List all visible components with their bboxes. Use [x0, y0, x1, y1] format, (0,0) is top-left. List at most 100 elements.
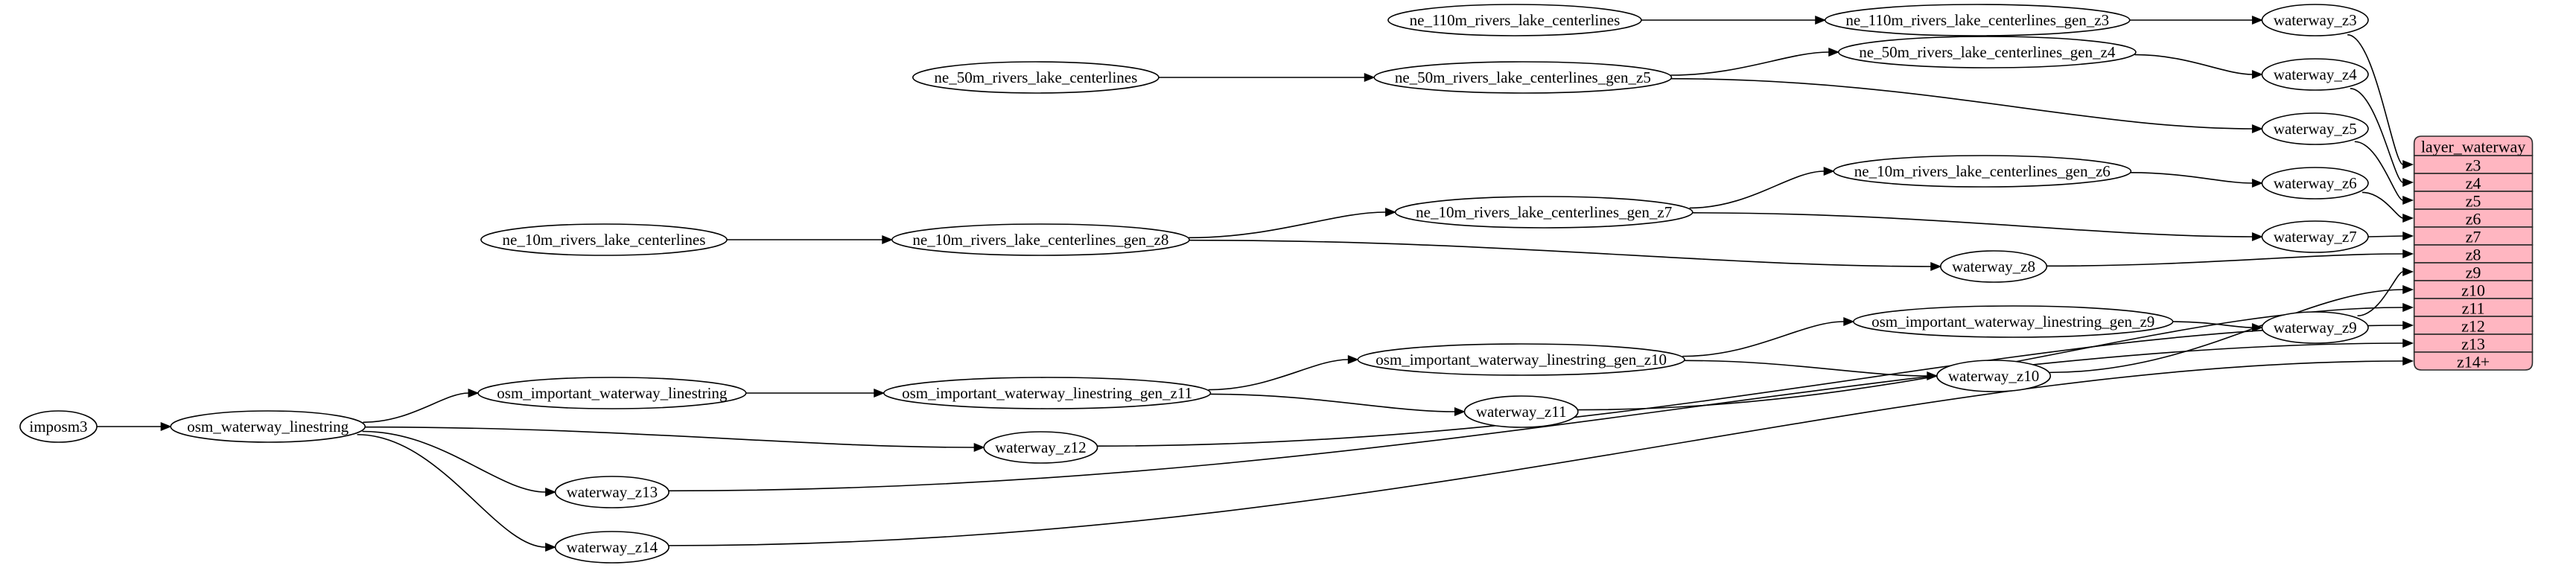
- node-label-waterway_z13: waterway_z13: [567, 483, 658, 501]
- node-ne_10m_rivers_lake_centerlines_gen_z6[interactable]: ne_10m_rivers_lake_centerlines_gen_z6: [1833, 155, 2132, 188]
- edge-arrowhead: [2402, 339, 2414, 348]
- edge-osm_waterway_linestring-to-osm_important_waterway_linestring: [363, 392, 469, 424]
- edge-arrowhead: [973, 443, 985, 452]
- node-label-waterway_z14: waterway_z14: [567, 538, 658, 556]
- node-waterway_z7[interactable]: waterway_z7: [2261, 220, 2369, 253]
- edge-arrowhead: [160, 422, 172, 431]
- node-waterway_z11[interactable]: waterway_z11: [1463, 395, 1579, 428]
- node-osm_important_waterway_linestring_gen_z10[interactable]: osm_important_waterway_linestring_gen_z1…: [1357, 343, 1685, 376]
- table-row-label-z8: z8: [2466, 246, 2481, 264]
- edge-arrowhead: [874, 389, 885, 398]
- node-label-waterway_z3: waterway_z3: [2274, 11, 2357, 29]
- edge-arrowhead: [1385, 208, 1396, 217]
- edge-osm_waterway_linestring-to-waterway_z14: [357, 433, 546, 548]
- node-ellipse-waterway_z5: [2261, 112, 2369, 145]
- edge-arrowhead: [2402, 249, 2414, 258]
- node-ellipse-ne_50m_rivers_lake_centerlines: [912, 61, 1160, 94]
- node-waterway_z5[interactable]: waterway_z5: [2261, 112, 2369, 145]
- table-row-label-z3: z3: [2466, 156, 2481, 175]
- node-ellipse-osm_important_waterway_linestring: [477, 377, 747, 409]
- node-osm_important_waterway_linestring[interactable]: osm_important_waterway_linestring: [477, 377, 747, 409]
- node-ne_10m_rivers_lake_centerlines_gen_z7[interactable]: ne_10m_rivers_lake_centerlines_gen_z7: [1394, 196, 1694, 229]
- table-row-label-z6: z6: [2466, 210, 2481, 229]
- node-waterway_z8[interactable]: waterway_z8: [1939, 250, 2048, 283]
- node-ellipse-ne_10m_rivers_lake_centerlines_gen_z7: [1394, 196, 1694, 229]
- node-label-waterway_z7: waterway_z7: [2274, 228, 2357, 246]
- node-ellipse-ne_10m_rivers_lake_centerlines_gen_z8: [891, 223, 1190, 256]
- node-label-ne_10m_rivers_lake_centerlines_gen_z8: ne_10m_rivers_lake_centerlines_gen_z8: [912, 231, 1168, 249]
- edge-arrowhead: [2402, 321, 2414, 330]
- node-waterway_z6[interactable]: waterway_z6: [2261, 167, 2369, 200]
- layer-waterway-table: layer_waterwayz3z4z5z6z7z8z9z10z11z12z13…: [2413, 135, 2534, 371]
- edge-arrowhead: [545, 488, 556, 497]
- node-osm_important_waterway_linestring_gen_z9[interactable]: osm_important_waterway_linestring_gen_z9: [1853, 305, 2174, 338]
- nodes-layer: imposm3 osm_waterway_linestring osm_import…: [19, 4, 2369, 564]
- table-row-cell-z11[interactable]: [2413, 298, 2534, 317]
- node-label-ne_110m_rivers_lake_centerlines_gen_z3: ne_110m_rivers_lake_centerlines_gen_z3: [1845, 11, 2109, 29]
- node-label-ne_10m_rivers_lake_centerlines_gen_z7: ne_10m_rivers_lake_centerlines_gen_z7: [1416, 203, 1672, 221]
- table-row-label-z9: z9: [2466, 264, 2481, 282]
- edge-waterway_z8-to-layer_waterway-z8: [2047, 253, 2403, 267]
- edge-ne_50m_rivers_lake_centerlines_gen_z4-to-waterway_z4: [2134, 54, 2253, 75]
- edge-arrowhead: [2402, 232, 2414, 240]
- edge-osm_important_waterway_linestring_gen_z10-to-osm_important_waterway_linestring_gen_z9: [1682, 321, 1844, 357]
- edge-ne_10m_rivers_lake_centerlines_gen_z8-to-ne_10m_rivers_lake_centerlines_gen_z7: [1189, 211, 1386, 239]
- table-row-cell-z9[interactable]: [2413, 262, 2534, 281]
- edge-arrowhead: [1454, 407, 1466, 416]
- table-row-label-z13: z13: [2461, 335, 2485, 354]
- node-osm_important_waterway_linestring_gen_z11[interactable]: osm_important_waterway_linestring_gen_z1…: [882, 377, 1212, 409]
- node-ne_10m_rivers_lake_centerlines[interactable]: ne_10m_rivers_lake_centerlines: [480, 223, 728, 256]
- edge-arrowhead: [2402, 178, 2414, 187]
- table-row-label-z4: z4: [2466, 174, 2481, 193]
- node-label-osm_important_waterway_linestring: osm_important_waterway_linestring: [497, 384, 728, 402]
- node-waterway_z14[interactable]: waterway_z14: [554, 531, 670, 564]
- edge-waterway_z13-to-layer_waterway-z13: [668, 342, 2403, 492]
- table-row-cell-z14+[interactable]: [2413, 351, 2534, 371]
- node-label-waterway_z9: waterway_z9: [2274, 319, 2357, 336]
- edge-arrowhead: [2251, 232, 2263, 241]
- table-row-cell-z13[interactable]: [2413, 334, 2534, 353]
- node-ellipse-osm_important_waterway_linestring_gen_z10: [1357, 343, 1685, 376]
- node-waterway_z9[interactable]: waterway_z9: [2261, 311, 2369, 344]
- node-ne_50m_rivers_lake_centerlines[interactable]: ne_50m_rivers_lake_centerlines: [912, 61, 1160, 94]
- edge-arrowhead: [468, 389, 480, 398]
- node-label-waterway_z12: waterway_z12: [995, 438, 1086, 456]
- edge-osm_important_waterway_linestring_gen_z10-to-waterway_z10: [1684, 360, 1927, 377]
- table-row-label-z11: z11: [2462, 299, 2485, 318]
- node-label-waterway_z4: waterway_z4: [2274, 66, 2357, 83]
- edge-arrowhead: [2402, 285, 2414, 294]
- table-header-label: layer_waterway: [2421, 138, 2525, 156]
- table-row-cell-z5[interactable]: [2413, 191, 2534, 210]
- node-ne_50m_rivers_lake_centerlines_gen_z5[interactable]: ne_50m_rivers_lake_centerlines_gen_z5: [1373, 61, 1673, 94]
- table-row-cell-z6[interactable]: [2413, 208, 2534, 228]
- edge-arrowhead: [2402, 160, 2414, 169]
- edge-arrowhead: [1347, 355, 1359, 364]
- table-row-cell-z3[interactable]: [2413, 155, 2534, 174]
- node-ne_50m_rivers_lake_centerlines_gen_z4[interactable]: ne_50m_rivers_lake_centerlines_gen_z4: [1837, 36, 2137, 68]
- node-waterway_z13[interactable]: waterway_z13: [554, 476, 670, 508]
- node-ne_110m_rivers_lake_centerlines_gen_z3[interactable]: ne_110m_rivers_lake_centerlines_gen_z3: [1824, 4, 2131, 36]
- edge-arrowhead: [1815, 16, 1827, 25]
- node-waterway_z3[interactable]: waterway_z3: [2261, 4, 2369, 36]
- node-ellipse-waterway_z12: [983, 431, 1098, 464]
- edge-waterway_z5-to-layer_waterway-z5: [2354, 141, 2404, 201]
- table-row-cell-z7[interactable]: [2413, 226, 2534, 246]
- node-waterway_z12[interactable]: waterway_z12: [983, 431, 1098, 464]
- node-ne_10m_rivers_lake_centerlines_gen_z8[interactable]: ne_10m_rivers_lake_centerlines_gen_z8: [891, 223, 1190, 256]
- node-ne_110m_rivers_lake_centerlines[interactable]: ne_110m_rivers_lake_centerlines: [1387, 4, 1642, 36]
- table-row-cell-z4[interactable]: [2413, 173, 2534, 192]
- edge-waterway_z6-to-layer_waterway-z6: [2362, 191, 2403, 219]
- node-ellipse-ne_110m_rivers_lake_centerlines: [1387, 4, 1642, 36]
- edge-osm_waterway_linestring-to-waterway_z12: [365, 426, 975, 448]
- node-waterway_z4[interactable]: waterway_z4: [2261, 58, 2369, 91]
- node-ellipse-waterway_z13: [554, 476, 670, 508]
- node-waterway_z10[interactable]: waterway_z10: [1936, 360, 2052, 392]
- table-header-cell: [2413, 135, 2534, 156]
- edge-arrowhead: [882, 235, 894, 244]
- table-row-label-z14+: z14+: [2457, 353, 2490, 371]
- node-label-waterway_z5: waterway_z5: [2274, 120, 2357, 138]
- node-imposm3[interactable]: imposm3: [19, 410, 98, 443]
- node-osm_waterway_linestring[interactable]: osm_waterway_linestring: [170, 410, 366, 443]
- node-ellipse-waterway_z3: [2261, 4, 2369, 36]
